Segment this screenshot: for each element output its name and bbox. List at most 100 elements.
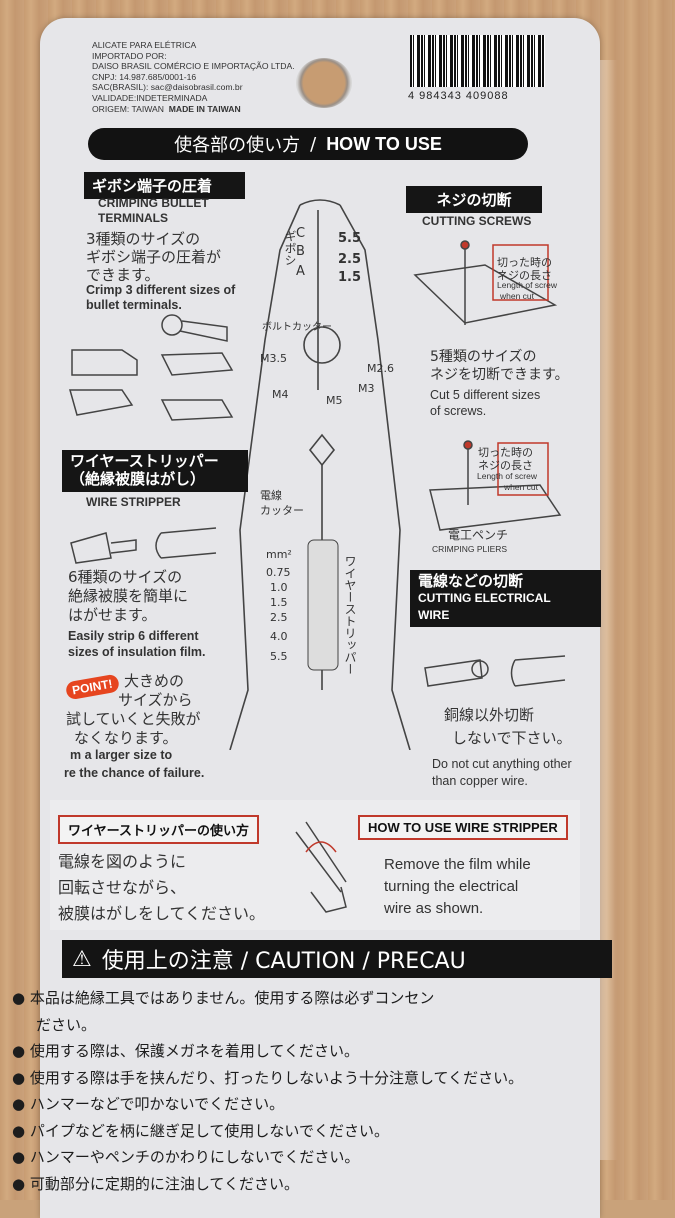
stripper-desc-jp3: はがせます。 (68, 606, 157, 624)
pliers-jp: 電工ペンチ (448, 528, 509, 542)
screw-len2-jp1: 切った時の (478, 446, 533, 459)
crimping-desc-jp2: ギボシ端子の圧着が (86, 248, 222, 266)
how-to-use-title: 使各部の使い方 / HOW TO USE (88, 128, 528, 160)
barcode (410, 35, 545, 87)
howto-jp3: 被膜はがしをしてください。 (58, 904, 266, 923)
caution-item-text: 本品は絶縁工具ではありません。使用する際は必ずコンセン (29, 989, 435, 1007)
letter-a: A (296, 264, 305, 279)
hanging-hole (296, 58, 352, 108)
howto-en3: wire as shown. (384, 900, 484, 917)
letter-b: B (296, 244, 305, 259)
bolt-cutter-label: ボルトカッター (262, 322, 332, 333)
warn-en2: than copper wire. (432, 774, 528, 788)
screws-tag-jp: ネジの切断 (436, 192, 512, 209)
caution-item: ● パイプなどを柄に継ぎ足して使用しないでください。 (12, 1121, 389, 1140)
howto-en2: turning the electrical (384, 878, 519, 895)
crimping-desc-jp1: 3種類のサイズの (86, 230, 201, 248)
screws-desc-en2: of screws. (430, 404, 487, 418)
mm2-label: mm² (266, 548, 292, 561)
caution-item: ● 使用する際は、保護メガネを着用してください。 (12, 1042, 359, 1060)
stripper-desc-jp1: 6種類のサイズの (68, 568, 183, 586)
importer-line: ORIGEM: TAIWAN MADE IN TAIWAN (92, 104, 295, 115)
screw-m3: M3 (358, 382, 375, 395)
howto-box-jp: ワイヤーストリッパーの使い方 (58, 815, 259, 844)
stripper-desc-en2: sizes of insulation film. (68, 645, 206, 659)
wire-size-55: 5.5 (270, 650, 288, 663)
electrical-tag-en1: CUTTING ELECTRICAL (418, 591, 551, 605)
screw-cut-illustration (413, 240, 558, 325)
howto-en1: Remove the film while (384, 856, 531, 873)
stripped-wire-illustration (70, 527, 217, 564)
caution-item-text: ハンマーやペンチのかわりにしないでください。 (29, 1148, 360, 1166)
title-en: HOW TO USE (326, 133, 442, 154)
crimping-tag-jp: ギボシ端子の圧着 (92, 178, 213, 195)
screw-m35: M3.5 (260, 352, 287, 365)
caution-item-text: 可動部分に定期的に注油してください。 (29, 1174, 299, 1193)
size-25: 2.5 (338, 252, 362, 267)
wire-stripper-vertical: ワイヤーストリッパー (343, 555, 357, 675)
screw-m4: M4 (272, 388, 289, 401)
size-55: 5.5 (338, 231, 362, 246)
giboshi-label: ギボシ (283, 230, 297, 266)
tip-en2: re the chance of failure. (64, 766, 205, 780)
importer-line: IMPORTADO POR: (92, 50, 167, 61)
title-sep: / (310, 133, 317, 155)
importer-line: DAISO BRASIL COMÉRCIO E IMPORTAÇÃO LTDA. (92, 61, 295, 72)
warn-jp1: 銅線以外切断 (444, 706, 535, 724)
stripper-tag-jp2: （絶縁被膜はがし） (70, 471, 206, 488)
caution-item: ● ハンマーなどで叩かないでください。 (12, 1095, 285, 1113)
caution-item: ● 本品は絶縁工具ではありません。使用する際は必ずコンセン (12, 989, 435, 1007)
screw-len-jp1: 切った時の (497, 256, 552, 269)
crimping-desc-jp3: できます。 (86, 266, 160, 284)
tip-jp3: 試していくと失敗が (66, 710, 201, 728)
plier-diagram (229, 199, 411, 750)
screw-len-en1: Length of screw (497, 280, 558, 290)
screw-cut-illustration-2 (429, 440, 562, 531)
screw-len2-en2: when cut (504, 482, 539, 492)
crimping-tag-en2: TERMINALS (98, 211, 168, 225)
wire-size-075: 0.75 (266, 566, 291, 579)
caution-item: ● ハンマーやペンチのかわりにしないでください。 (12, 1148, 360, 1166)
importer-line: ALICATE PARA ELÉTRICA (92, 40, 197, 50)
caution-item: ● 可動部分に定期的に注油してください。 (12, 1174, 299, 1193)
wire-size-10: 1.0 (270, 581, 288, 594)
crimping-tag: ギボシ端子の圧着 (84, 172, 245, 199)
origin-text: ORIGEM: TAIWAN (92, 103, 164, 114)
warn-en1: Do not cut anything other (432, 757, 572, 771)
warn-jp2: しないで下さい。 (452, 729, 572, 747)
crimping-desc-en1: Crimp 3 different sizes of (86, 283, 236, 297)
stripper-desc-jp2: 絶縁被膜を簡単に (68, 587, 189, 605)
electrical-tag: 電線などの切断 CUTTING ELECTRICAL WIRE (410, 570, 601, 627)
wire-cut-illustration (424, 655, 566, 687)
caution-list: ● 本品は絶縁工具ではありません。使用する際は必ずコンセン ださい。 ● 使用す… (12, 985, 523, 1197)
caution-item-text: 使用する際は手を挟んだり、打ったりしないよう十分注意してください。 (29, 1068, 524, 1087)
wire-cutter-label1: 電線 (260, 489, 282, 502)
letter-c: C (296, 226, 306, 241)
title-jp: 使各部の使い方 (174, 135, 301, 156)
caution-title: 使用上の注意 / CAUTION / PRECAU (101, 949, 466, 974)
howto-box-en: HOW TO USE WIRE STRIPPER (358, 815, 568, 840)
stripper-tag: ワイヤーストリッパー （絶縁被膜はがし） (62, 450, 248, 492)
electrical-tag-en2: WIRE (418, 608, 450, 622)
caution-item-text: ださい。 (36, 1015, 97, 1034)
screw-m26: M2.6 (367, 362, 394, 375)
wire-size-25: 2.5 (270, 611, 288, 624)
howto-jp1: 電線を図のように (58, 852, 187, 871)
importer-line: CNPJ: 14.987.685/0001-16 (92, 71, 197, 82)
caution-item: ● 使用する際は手を挟んだり、打ったりしないよう十分注意してください。 (12, 1068, 524, 1087)
howto-jp2: 回転させながら、 (58, 878, 187, 897)
importer-info: ALICATE PARA ELÉTRICA IMPORTADO POR: DAI… (92, 40, 295, 114)
screw-len2-en1: Length of screw (477, 471, 538, 481)
stripper-tag-en: WIRE STRIPPER (86, 495, 181, 509)
caution-item-text: 使用する際は、保護メガネを着用してください。 (29, 1042, 359, 1060)
electrical-tag-jp: 電線などの切断 (418, 573, 524, 590)
caution-item-text: パイプなどを柄に継ぎ足して使用しないでください。 (29, 1121, 389, 1140)
made-in-text: MADE IN TAIWAN (168, 103, 241, 114)
crimping-desc-en2: bullet terminals. (86, 298, 182, 312)
barcode-number: 4 984343 409088 (408, 90, 509, 102)
caution-bar: ⚠ 使用上の注意 / CAUTION / PRECAU (62, 940, 612, 978)
stripper-desc-en1: Easily strip 6 different (68, 629, 199, 643)
rotate-wire-illustration (295, 821, 347, 913)
size-15: 1.5 (338, 270, 362, 285)
importer-line: VALIDADE:INDETERMINADA (92, 92, 208, 103)
